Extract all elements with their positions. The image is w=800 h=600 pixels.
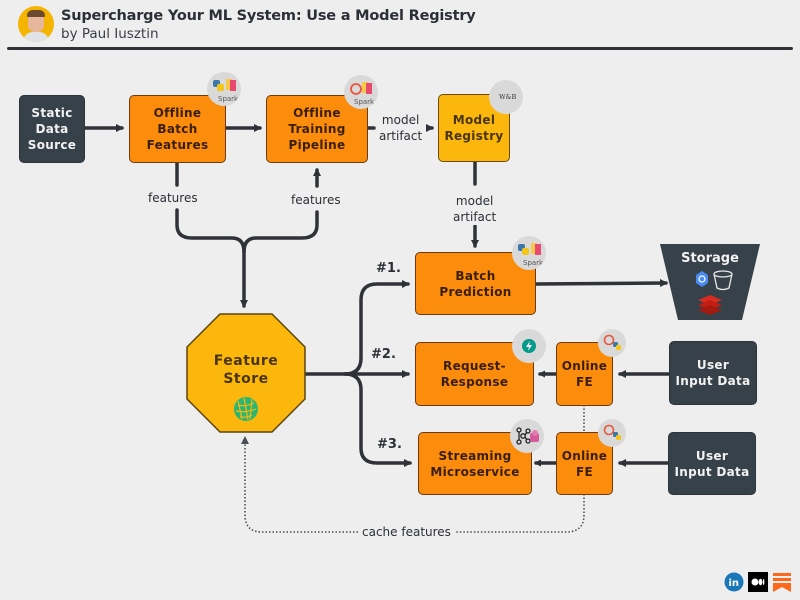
user-input-data-node-2[interactable]: User Input Data	[668, 432, 756, 495]
page-title: Supercharge Your ML System: Use a Model …	[61, 8, 476, 24]
substack-link[interactable]	[772, 572, 792, 592]
medium-link[interactable]	[748, 572, 768, 592]
offline-batch-features-node[interactable]: Offline Batch Features	[129, 95, 226, 163]
badge-model-registry: W&B	[489, 80, 523, 114]
bytewax-icon	[530, 430, 539, 442]
edge-label-features-right: features	[291, 192, 341, 208]
avatar-hair	[27, 10, 45, 17]
path-label-2: #2.	[371, 347, 396, 362]
feature-pipeline-icon	[531, 243, 541, 255]
path-label-1: #1.	[376, 261, 401, 276]
svg-text:in: in	[729, 578, 740, 589]
feature-store-label: Feature Store	[213, 353, 279, 387]
badge-offline-batch-features: Spark	[207, 72, 241, 106]
pytorch-icon	[603, 334, 615, 346]
python-icon	[613, 432, 621, 440]
feature-store-node[interactable]	[186, 313, 306, 433]
edge-cache-features	[244, 440, 585, 533]
badge-batch-prediction: Spark	[512, 236, 546, 270]
edge-store-to-streaming	[343, 372, 412, 467]
python-icon	[213, 80, 224, 91]
spark-icon: Spark	[354, 98, 375, 106]
badge-online-fe-1	[598, 329, 626, 357]
python-icon	[613, 342, 621, 350]
pytorch-icon	[603, 424, 615, 436]
model-registry-node[interactable]: Model Registry	[438, 94, 510, 162]
storage-label: Storage	[681, 251, 739, 266]
linkedin-icon: in	[724, 572, 744, 592]
author-byline: by Paul Iusztin	[61, 26, 159, 42]
linkedin-link[interactable]: in	[724, 572, 744, 592]
edge-label-model-artifact-down: model artifact	[453, 193, 497, 225]
edge-batch-prediction-to-storage	[534, 279, 668, 288]
static-data-source-node[interactable]: Static Data Source	[19, 95, 85, 163]
user-input-data-node-1[interactable]: User Input Data	[669, 341, 757, 405]
avatar-shirt	[23, 32, 49, 42]
python-icon	[518, 244, 529, 255]
s3-bucket-icon	[713, 270, 733, 291]
feature-pipeline-icon	[362, 82, 372, 94]
edge-label-cache-features: cache features	[360, 524, 453, 540]
medium-icon	[748, 572, 768, 592]
avatar-face	[28, 12, 44, 32]
wandb-icon: W&B	[499, 93, 516, 101]
edge-store-to-batch-prediction	[343, 280, 410, 376]
spark-icon: Spark	[218, 95, 239, 103]
badge-offline-training-pipeline: Spark	[344, 75, 378, 109]
badge-request-response	[512, 329, 546, 363]
spark-icon: Spark	[523, 259, 544, 267]
pytorch-icon	[350, 83, 362, 95]
path-label-3: #3.	[377, 437, 402, 452]
edge-label-features-left: features	[148, 190, 198, 206]
kafka-icon	[516, 427, 531, 445]
badge-streaming-microservice	[510, 419, 544, 453]
bigquery-icon	[696, 271, 708, 287]
author-avatar	[18, 6, 54, 42]
redis-icon	[698, 295, 722, 315]
substack-icon	[773, 573, 791, 592]
cache-arrowhead	[241, 436, 249, 444]
badge-online-fe-2	[598, 419, 626, 447]
header-divider	[7, 47, 793, 50]
edge-batch-features-down	[175, 161, 244, 306]
edge-features-to-training	[242, 170, 317, 254]
hopsworks-icon	[234, 397, 258, 421]
storage-node[interactable]	[660, 244, 760, 320]
feature-pipeline-icon	[226, 79, 236, 91]
edge-label-model-artifact-top: model artifact	[379, 112, 423, 144]
